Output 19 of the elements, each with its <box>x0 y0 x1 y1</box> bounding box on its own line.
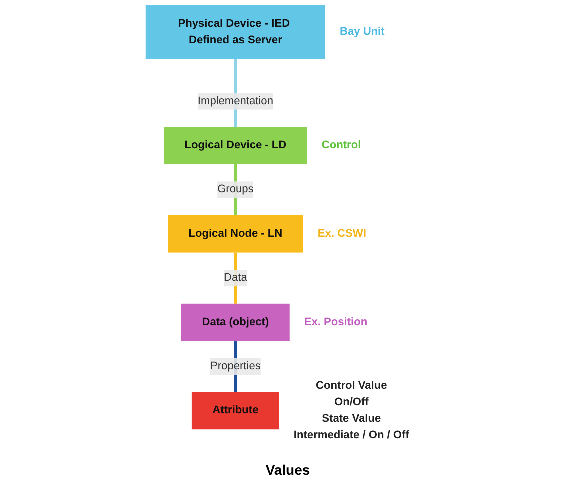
node-box: Logical Device - LD <box>164 127 308 164</box>
node-label: Ex. Position <box>304 316 368 328</box>
node-label: Intermediate / On / Off <box>294 430 410 442</box>
node-label: Control <box>322 140 362 152</box>
node-label: Bay Unit <box>340 26 385 38</box>
node-label: Ex. CSWI <box>318 228 366 240</box>
edge-label: Implementation <box>198 95 274 108</box>
node-box: Data (object) <box>182 304 290 342</box>
node-label: On/Off <box>334 396 369 408</box>
node-box: Physical Device - IED Defined as Server <box>146 6 326 60</box>
edge-label: Groups <box>218 184 254 196</box>
node-label: Control Value <box>316 380 388 392</box>
node-box: Attribute <box>192 392 280 430</box>
edge-label: Data <box>224 272 248 284</box>
connector <box>234 252 238 304</box>
node-label: State Value <box>322 413 382 425</box>
note-text: Values <box>266 462 310 478</box>
edge-label: Properties <box>210 360 261 372</box>
node-box: Logical Node - LN <box>168 216 304 253</box>
